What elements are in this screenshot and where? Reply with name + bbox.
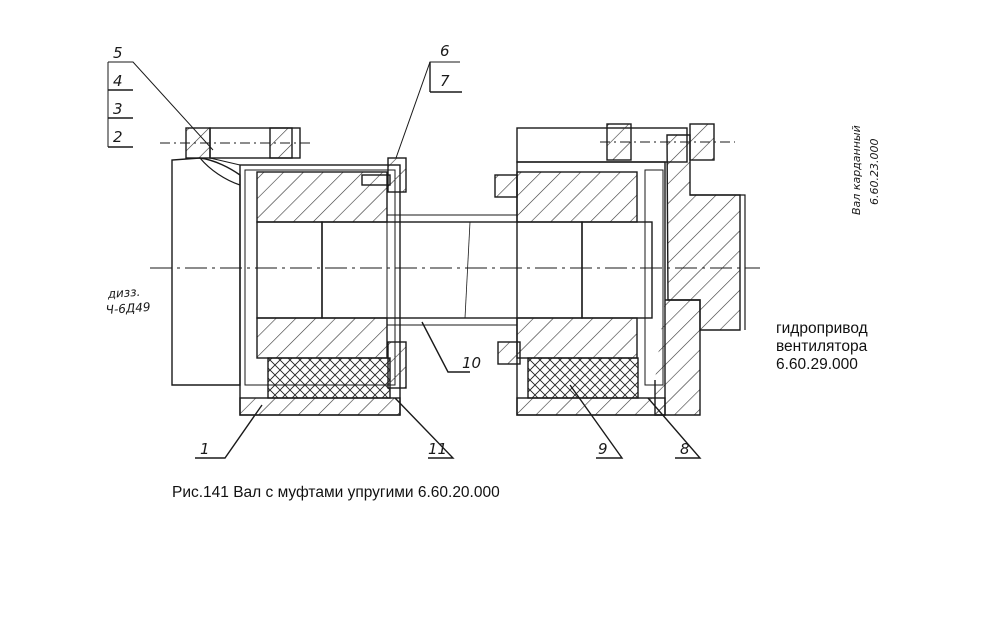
- engine-body-left: [171, 157, 241, 386]
- side-note-line3: 6.60.29.000: [776, 356, 858, 373]
- left-flange: [239, 397, 401, 416]
- figure-caption: Рис.141 Вал с муфтами упругими 6.60.20.0…: [172, 484, 500, 501]
- callout-7: 7: [440, 72, 450, 90]
- callout-11: 11: [428, 440, 447, 458]
- left-elastic-element: [267, 357, 391, 399]
- left-label-line2: Ч-6Д49: [105, 300, 151, 317]
- side-note-line1: гидропривод: [776, 320, 868, 337]
- side-note-line2: вентилятора: [776, 338, 868, 355]
- callout-5: 5: [113, 44, 123, 62]
- shaft: [321, 221, 583, 319]
- callout-9: 9: [598, 440, 608, 458]
- callout-8: 8: [680, 440, 690, 458]
- callout-4: 4: [113, 72, 123, 90]
- callout-3: 3: [113, 100, 123, 118]
- right-hub-upper: [516, 171, 638, 223]
- right-label-line2: 6.60.23.000: [868, 139, 881, 205]
- right-label-line1: Вал карданный: [850, 125, 863, 215]
- callout-10: 10: [462, 354, 481, 372]
- callout-6: 6: [440, 42, 450, 60]
- callout-1: 1: [200, 440, 210, 458]
- callout-2: 2: [113, 128, 123, 146]
- right-hub-lower: [516, 317, 638, 359]
- left-hub-lower: [256, 317, 388, 359]
- right-flange: [516, 397, 666, 416]
- side-note: гидропривод вентилятора 6.60.29.000: [776, 320, 868, 374]
- left-label-line1: дизз.: [106, 285, 141, 301]
- right-elastic-element: [527, 357, 639, 399]
- left-hub-upper: [256, 171, 388, 223]
